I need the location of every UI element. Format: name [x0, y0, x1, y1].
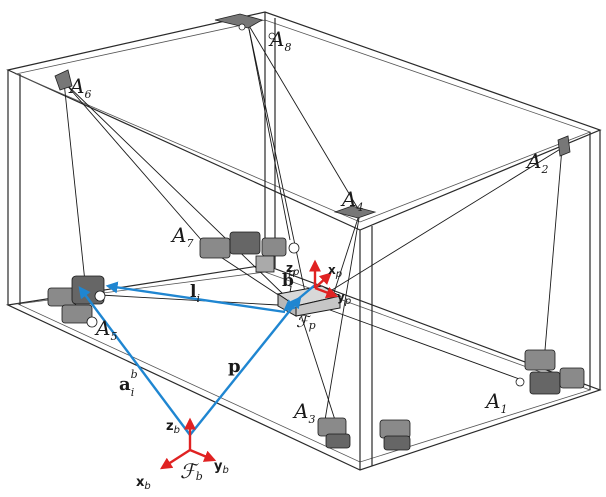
- bracket-a6: [54, 69, 73, 91]
- label-a8: A8: [268, 27, 291, 54]
- base-axis-y: [189, 448, 217, 462]
- cables: [63, 23, 563, 421]
- label-a3: A3: [292, 399, 315, 426]
- cable-a6-b: [63, 81, 284, 295]
- cable-a4: [324, 211, 361, 421]
- label-p: p: [228, 356, 241, 377]
- label-a6: A6: [68, 74, 91, 101]
- cable-top-left: [63, 81, 211, 251]
- base-frame-labels: zb yb xb ℱb: [136, 419, 229, 492]
- label-base-y: yb: [214, 459, 229, 476]
- cable-a2: [544, 147, 563, 351]
- cable-a4-b: [329, 211, 361, 306]
- frame-structure: [5, 11, 602, 471]
- base-frame-axes: [159, 417, 217, 470]
- label-a2: A2: [525, 149, 548, 176]
- cable-a1: [329, 309, 523, 381]
- base-axis-x: [159, 448, 191, 470]
- vector-b-arrow: [283, 284, 316, 312]
- pulley-a8: [238, 23, 246, 31]
- platform-frame-labels: zp yp xp ℱp: [286, 261, 351, 332]
- platform-frame-axes: [309, 259, 339, 299]
- label-platform-y: yp: [337, 290, 351, 307]
- point-labels: A1 A2 A3 A4 A5 A6 A7 A8: [68, 27, 548, 426]
- vector-a-arrow: [78, 286, 191, 436]
- cable-a8: [247, 23, 291, 241]
- label-a7: A7: [170, 223, 193, 250]
- pulley-a8-b: [268, 32, 276, 40]
- vector-l-arrow: [105, 281, 286, 314]
- cable-a6: [63, 81, 86, 283]
- label-platform-z: zp: [286, 261, 299, 278]
- label-l: li: [190, 282, 200, 305]
- vectors: [78, 281, 316, 436]
- platform-axis-x: [314, 272, 332, 289]
- vector-p-arrow: [189, 296, 302, 436]
- winch-a7: [199, 231, 300, 273]
- cable-a5: [99, 294, 279, 306]
- label-platform-x: xp: [328, 263, 342, 280]
- platform-axis-y: [314, 286, 339, 299]
- top-brackets: [54, 13, 571, 219]
- label-base-frame: ℱb: [180, 459, 203, 483]
- bracket-a8: [214, 13, 264, 29]
- label-base-z: zb: [166, 419, 180, 436]
- label-base-x: xb: [136, 475, 151, 492]
- winch-a3: [317, 417, 411, 451]
- cable-top-right: [247, 23, 361, 213]
- bracket-a2: [557, 135, 571, 157]
- label-a5: A5: [94, 316, 117, 343]
- cable-a3: [299, 311, 336, 421]
- label-a4: A4: [340, 187, 363, 214]
- bracket-a4: [333, 205, 377, 219]
- label-platform-frame: ℱp: [296, 312, 316, 332]
- winch-a1: [515, 349, 585, 395]
- label-a1: A1: [484, 389, 507, 416]
- cable-a2-b: [331, 147, 563, 291]
